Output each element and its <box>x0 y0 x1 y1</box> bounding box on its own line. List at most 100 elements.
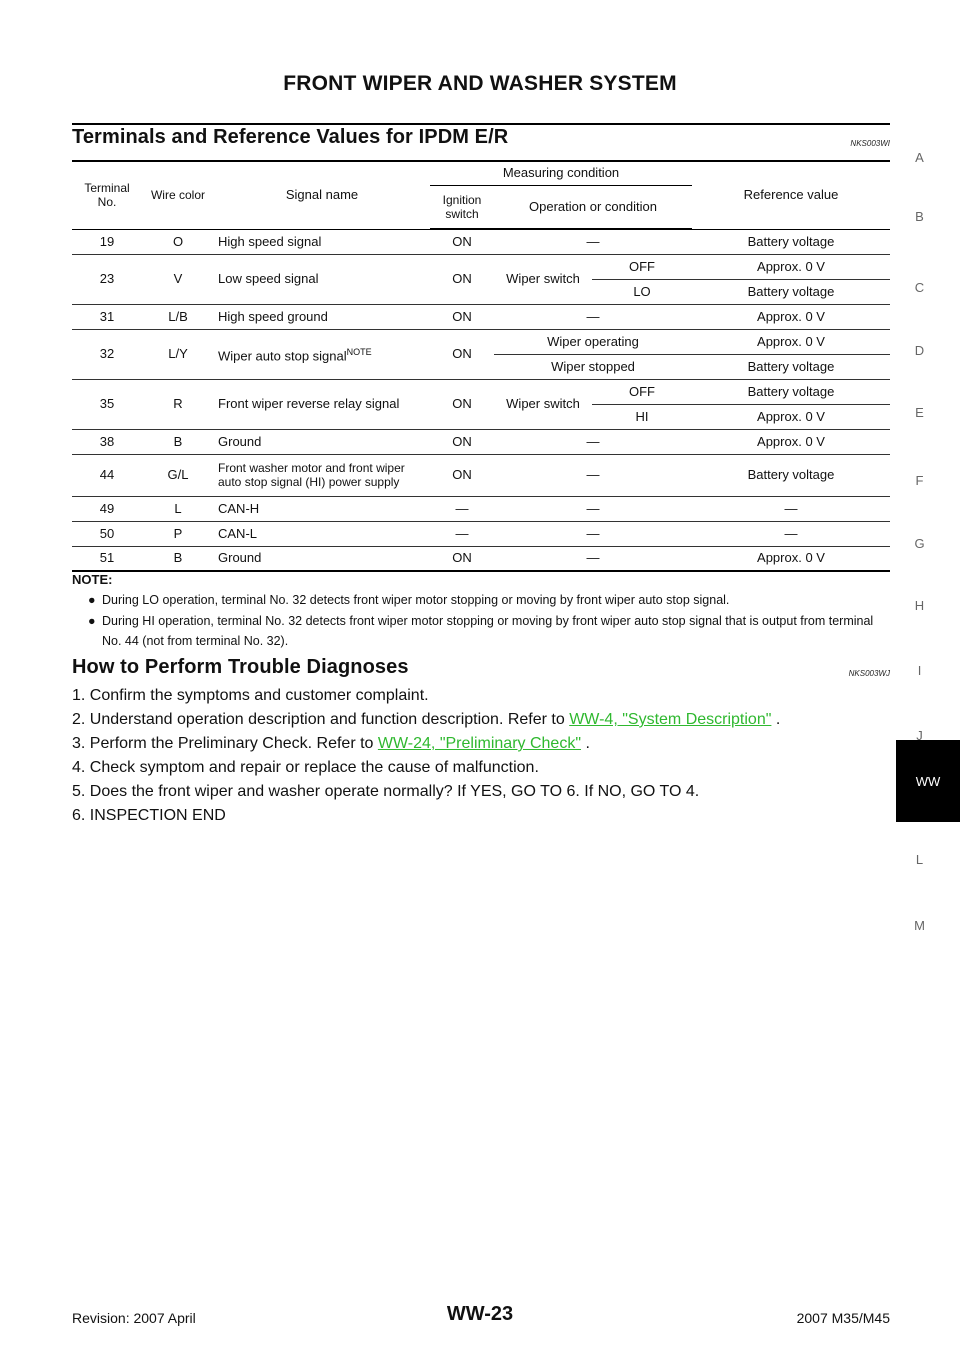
cell-operation: — <box>494 546 692 572</box>
side-index-d[interactable]: D <box>914 343 925 358</box>
side-index-ww-active[interactable]: WW <box>896 740 960 822</box>
section-code-terminals: NKS003WI <box>850 139 890 148</box>
side-index-j[interactable]: J <box>916 728 923 743</box>
cell-reference: — <box>692 496 890 522</box>
step-3-end: . <box>581 735 590 752</box>
cell-reference: Approx. 0 V <box>692 546 890 572</box>
cell-operation: — <box>494 304 692 330</box>
cell-wire: B <box>142 429 214 455</box>
section-title-diagnoses: How to Perform Trouble Diagnoses <box>72 656 409 678</box>
side-index-h[interactable]: H <box>914 598 925 613</box>
cell-signal: Ground <box>214 546 430 572</box>
cell-ignition: ON <box>430 329 494 380</box>
system-description-link[interactable]: WW-4, "System Description" <box>569 711 772 728</box>
side-index-e[interactable]: E <box>915 405 924 420</box>
cell-ignition: ON <box>430 304 494 330</box>
cell-reference: Approx. 0 V <box>692 429 890 455</box>
cell-wire: L <box>142 496 214 522</box>
table-row: Wiper stopped Battery voltage <box>72 354 890 380</box>
cell-reference: — <box>692 521 890 547</box>
cell-ignition: — <box>430 521 494 547</box>
cell-wire: R <box>142 379 214 430</box>
header-rule <box>72 123 890 125</box>
cell-terminal: 23 <box>72 254 142 305</box>
cell-wire: P <box>142 521 214 547</box>
bullet-icon: ● <box>88 614 96 628</box>
step-3: 3. Perform the Preliminary Check. Refer … <box>72 734 590 754</box>
bullet-icon: ● <box>88 593 96 607</box>
cell-sub-condition: OFF <box>592 254 692 280</box>
cell-signal: CAN-L <box>214 521 430 547</box>
side-index-l[interactable]: L <box>915 852 924 867</box>
note-text: During LO operation, terminal No. 32 det… <box>102 593 730 607</box>
cell-operation: Wiper stopped <box>494 354 692 380</box>
footer-model: 2007 M35/M45 <box>796 1310 890 1326</box>
cell-signal: High speed signal <box>214 229 430 255</box>
cell-terminal: 35 <box>72 379 142 430</box>
cell-ignition: ON <box>430 429 494 455</box>
step-6: 6. INSPECTION END <box>72 807 226 824</box>
footer-page-number: WW-23 <box>446 1303 514 1325</box>
table-row: 35 R Front wiper reverse relay signal ON… <box>72 379 890 430</box>
cell-terminal: 32 <box>72 329 142 380</box>
cell-wire: V <box>142 254 214 305</box>
cell-reference: Battery voltage <box>692 379 890 405</box>
side-index-g[interactable]: G <box>914 536 925 551</box>
cell-terminal: 38 <box>72 429 142 455</box>
header-operation-condition: Operation or condition <box>494 185 692 230</box>
table-row: 38 B Ground ON — Approx. 0 V <box>72 429 890 455</box>
cell-reference: Battery voltage <box>692 354 890 380</box>
signal-line-1: Front washer motor and front wiper <box>218 461 405 475</box>
cell-terminal: 19 <box>72 229 142 255</box>
header-terminal: Terminal No. <box>72 160 142 230</box>
header-reference-value: Reference value <box>692 160 890 230</box>
footer-revision: Revision: 2007 April <box>72 1310 196 1326</box>
cell-ignition: ON <box>430 454 494 497</box>
section-title-terminals: Terminals and Reference Values for IPDM … <box>72 126 509 148</box>
cell-operation: Wiper switch <box>494 379 592 430</box>
cell-reference: Approx. 0 V <box>692 304 890 330</box>
cell-terminal: 49 <box>72 496 142 522</box>
cell-ignition: ON <box>430 254 494 305</box>
signal-name-text: Wiper auto stop signal <box>218 348 347 364</box>
table-row: LO Battery voltage <box>72 279 890 305</box>
cell-sub-condition: OFF <box>592 379 692 405</box>
side-index-b[interactable]: B <box>915 209 924 224</box>
note-item: ● During LO operation, terminal No. 32 d… <box>88 590 890 610</box>
cell-operation: — <box>494 521 692 547</box>
cell-terminal: 31 <box>72 304 142 330</box>
cell-operation: Wiper operating <box>494 329 692 355</box>
cell-ignition: ON <box>430 546 494 572</box>
cell-wire: O <box>142 229 214 255</box>
table-row: 49 L CAN-H — — — <box>72 496 890 522</box>
cell-operation: — <box>494 454 692 497</box>
cell-operation: — <box>494 496 692 522</box>
note-superscript: NOTE <box>346 346 372 357</box>
signal-line-2: auto stop signal (HI) power supply <box>218 475 400 489</box>
side-index-f[interactable]: F <box>915 473 924 488</box>
table-row: 50 P CAN-L — — — <box>72 521 890 547</box>
cell-reference: Approx. 0 V <box>692 254 890 280</box>
header-ignition-switch: Ignition switch <box>430 185 494 230</box>
cell-reference: Approx. 0 V <box>692 404 890 430</box>
cell-signal: Wiper auto stop signalNOTE <box>214 329 430 380</box>
step-3-text: 3. Perform the Preliminary Check. Refer … <box>72 735 378 752</box>
cell-reference: Battery voltage <box>692 229 890 255</box>
preliminary-check-link[interactable]: WW-24, "Preliminary Check" <box>377 735 581 752</box>
side-index-i[interactable]: I <box>917 663 922 678</box>
table-row: 23 V Low speed signal ON Wiper switch OF… <box>72 254 890 305</box>
cell-sub-condition: LO <box>592 279 692 305</box>
cell-signal: Front wiper reverse relay signal <box>214 379 430 430</box>
cell-operation: Wiper switch <box>494 254 592 305</box>
cell-wire: L/Y <box>142 329 214 380</box>
terminal-reference-table: Terminal No. Wire color Signal name Meas… <box>72 160 890 572</box>
side-index-m[interactable]: M <box>914 918 925 933</box>
cell-ignition: ON <box>430 229 494 255</box>
header-measuring-condition: Measuring condition <box>430 160 692 186</box>
cell-wire: L/B <box>142 304 214 330</box>
side-index-c[interactable]: C <box>914 280 925 295</box>
cell-reference: Approx. 0 V <box>692 329 890 355</box>
side-index-a[interactable]: A <box>915 150 924 165</box>
note-title: NOTE: <box>72 572 113 587</box>
cell-terminal: 44 <box>72 454 142 497</box>
